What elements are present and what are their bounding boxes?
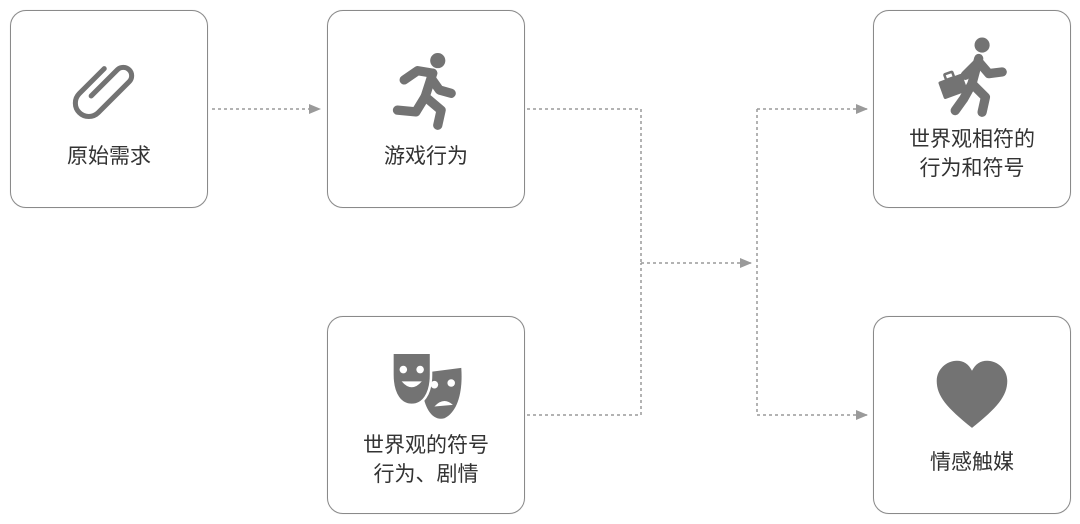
node-consistent-behavior: 世界观相符的 行为和符号 (873, 10, 1071, 208)
heart-icon (936, 360, 1008, 428)
node-world-symbols-label-line1: 世界观的符号 (363, 433, 489, 457)
node-emotion-trigger-label: 情感触媒 (930, 449, 1014, 474)
node-world-symbols: 世界观的符号 行为、剧情 (327, 316, 525, 514)
node-consistent-behavior-label-line2: 行为和符号 (919, 156, 1025, 180)
node-original-need: 原始需求 (10, 10, 208, 208)
node-consistent-behavior-label-line1: 世界观相符的 (909, 127, 1035, 151)
node-game-behavior-label: 游戏行为 (384, 143, 468, 168)
node-world-symbols-label-line2: 行为、剧情 (373, 462, 479, 486)
walking-person-with-briefcase-icon (938, 37, 1007, 117)
node-game-behavior: 游戏行为 (327, 10, 525, 208)
node-emotion-trigger: 情感触媒 (873, 316, 1071, 514)
connector-symbols-to-junction (527, 263, 642, 416)
paperclip-icon (72, 64, 135, 119)
running-person-icon (392, 52, 456, 130)
node-original-need-label: 原始需求 (67, 143, 151, 168)
theater-masks-icon (391, 351, 462, 419)
connector-play-to-junction (527, 108, 642, 263)
